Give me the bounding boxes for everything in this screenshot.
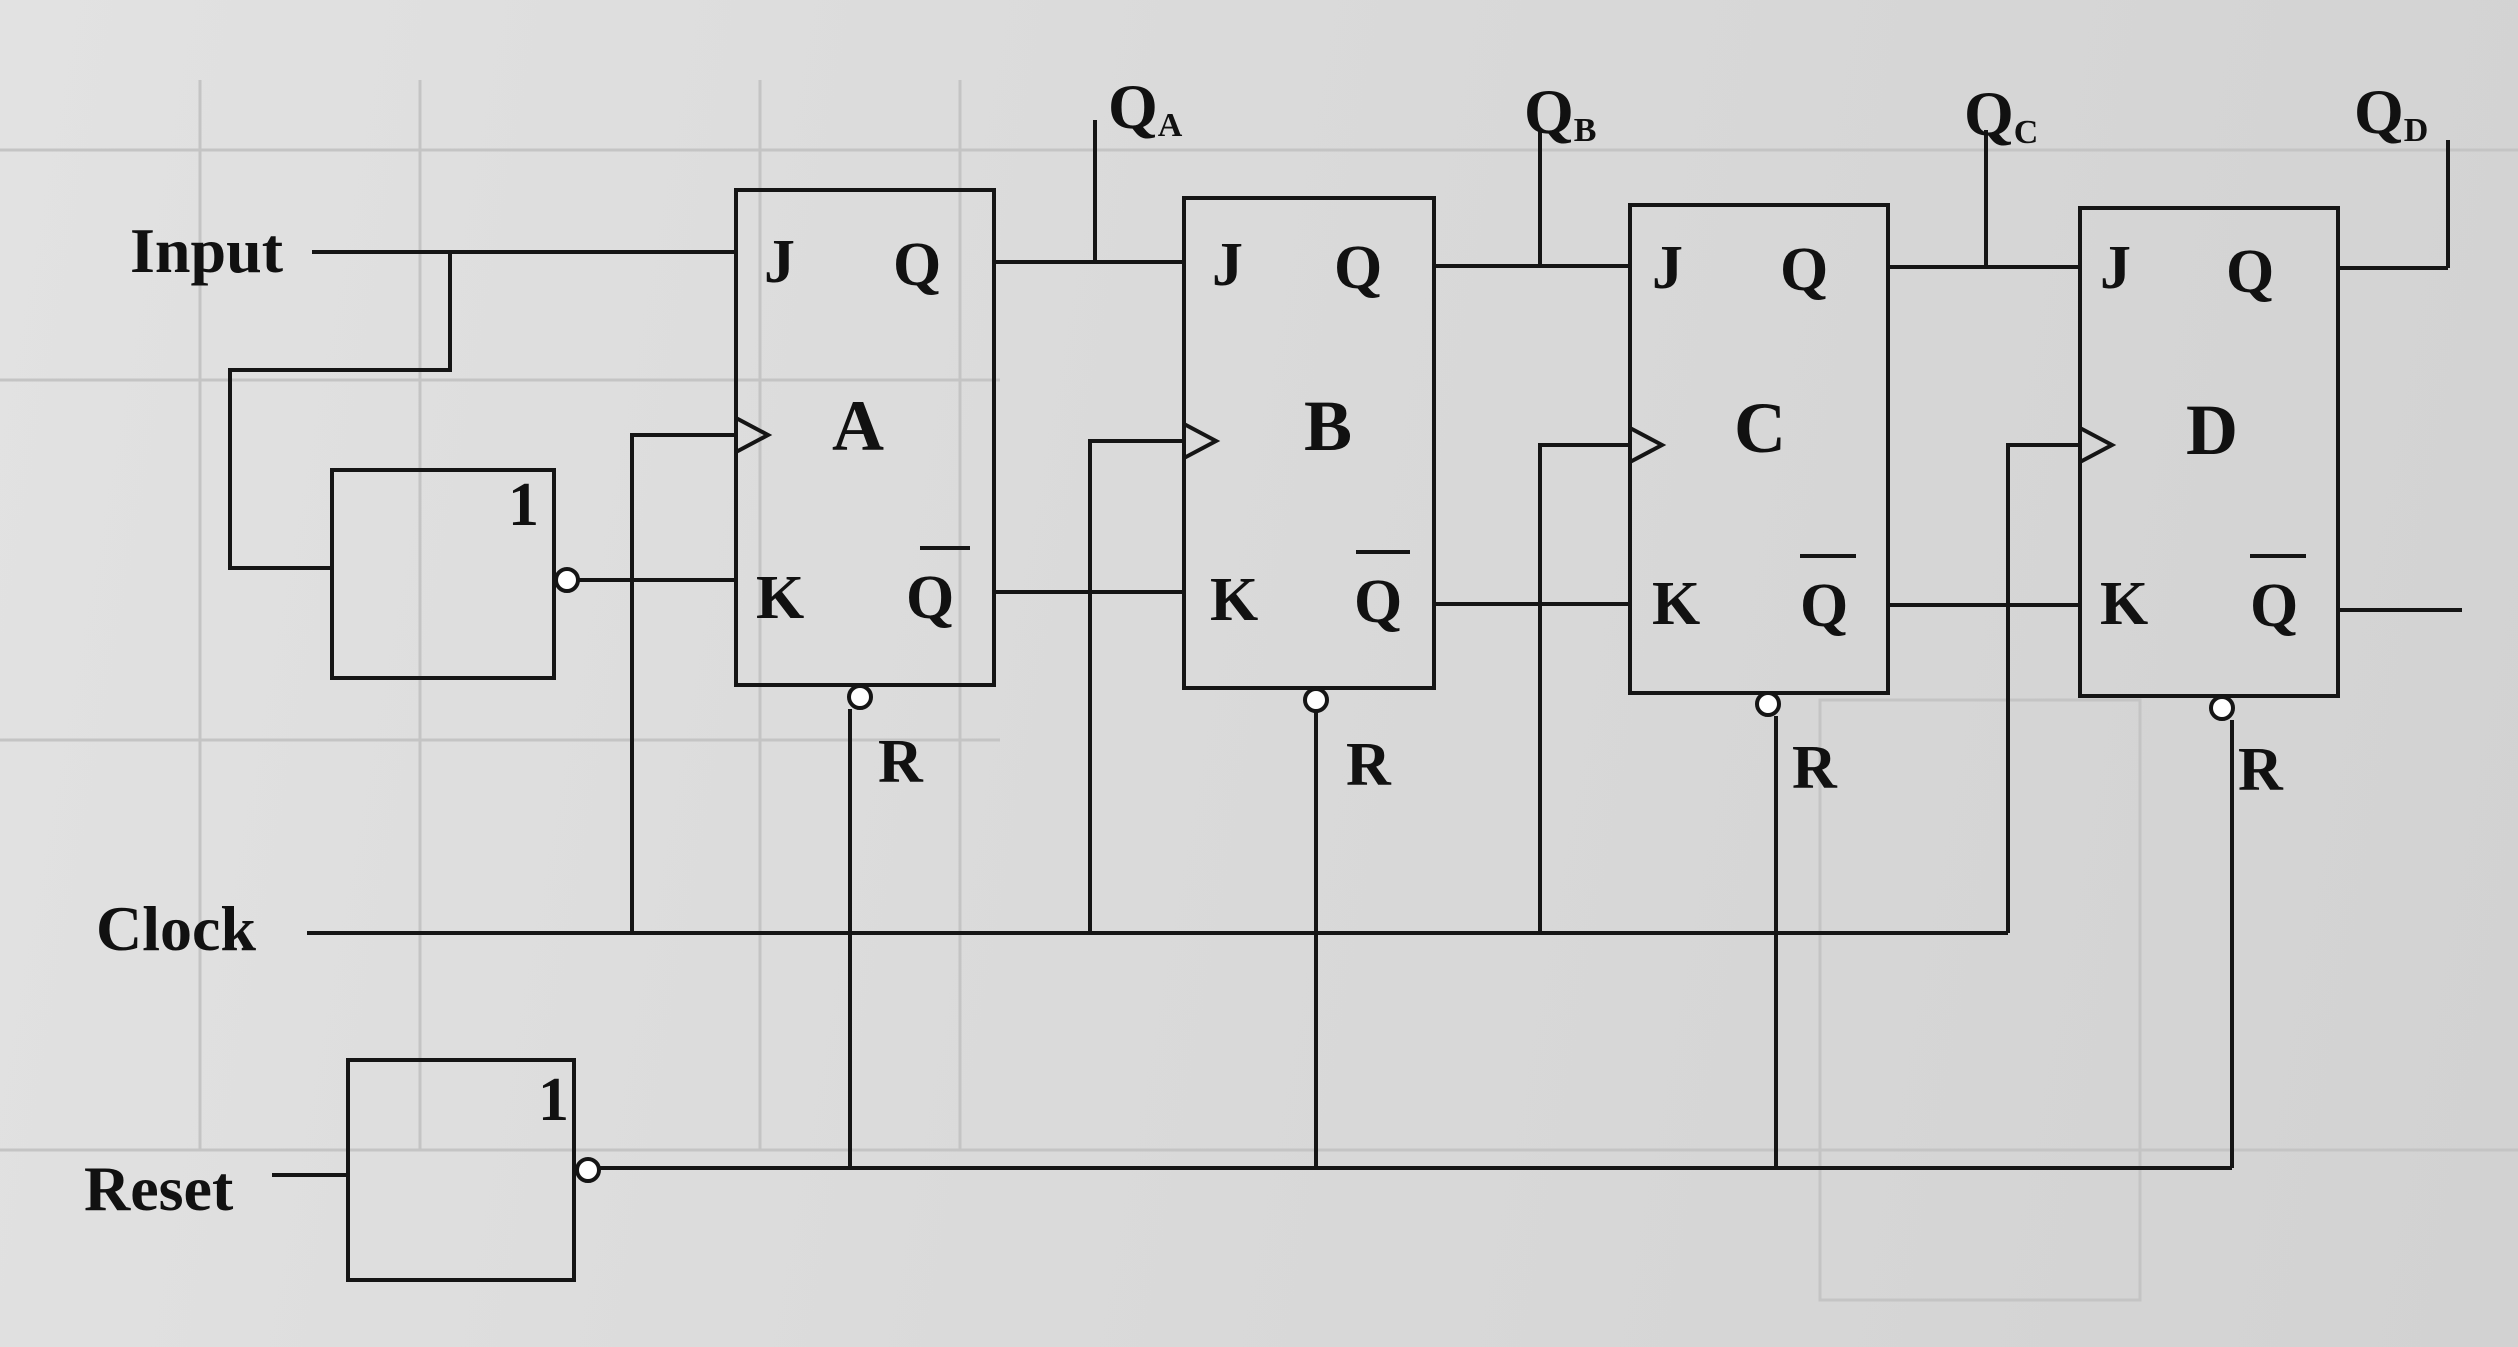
flipflop-a-r-label: R <box>878 728 924 796</box>
output-qd-label: QD <box>2354 76 2428 149</box>
output-qb-label: QB <box>1524 76 1596 149</box>
background-bleed-through <box>0 80 2518 1302</box>
flipflop-c-q-label: Q <box>1780 236 1828 304</box>
reset-inverter-label: 1 <box>538 1066 569 1134</box>
flipflop-d-box <box>2078 206 2340 698</box>
reset-wiring <box>272 684 2235 1282</box>
clock-triangle-c <box>1629 426 1667 464</box>
flipflop-a-qbar-label: Q <box>906 564 954 632</box>
flipflop-c-box <box>1628 203 1890 695</box>
clock-wiring <box>307 433 2080 935</box>
reset-inverter-bubble <box>575 1157 601 1183</box>
flipflop-c-k-label: K <box>1652 570 1700 638</box>
input-label: Input <box>130 215 284 286</box>
clock-triangle-b <box>1183 422 1221 460</box>
flipflop-d-j-label: J <box>2100 234 2131 302</box>
flipflop-d-r-label: R <box>2238 736 2284 804</box>
flipflop-c-qbar-label: Q <box>1800 572 1848 640</box>
flipflop-b-q-label: Q <box>1334 234 1382 302</box>
output-qa-label: QA <box>1108 71 1183 144</box>
flipflop-d-q-label: Q <box>2226 238 2274 306</box>
flipflop-a-name: A <box>832 386 884 466</box>
flipflop-a-q-label: Q <box>893 231 941 299</box>
input-inverter-bubble <box>554 567 580 593</box>
flipflop-d-k-label: K <box>2100 570 2148 638</box>
clock-label: Clock <box>96 893 256 964</box>
flipflop-c-r-label: R <box>1792 734 1838 802</box>
flipflop-c-j-label: J <box>1652 234 1683 302</box>
flipflop-b-k-label: K <box>1210 566 1258 634</box>
reset-label: Reset <box>84 1153 234 1224</box>
flipflop-b-r-label: R <box>1346 731 1392 799</box>
flipflop-b-j-label: J <box>1212 231 1243 299</box>
flipflop-d-name: D <box>2186 390 2238 470</box>
input-inverter-label: 1 <box>508 471 539 539</box>
flipflop-c-name: C <box>1734 388 1786 468</box>
flipflop-a-j-label: J <box>764 228 795 296</box>
flipflop-b-qbar-label: Q <box>1354 568 1402 636</box>
output-qc-label: QC <box>1964 78 2038 151</box>
input-inverter-gate <box>330 468 556 680</box>
flipflop-d-qbar-label: Q <box>2250 572 2298 640</box>
flipflop-a-k-label: K <box>756 564 804 632</box>
flipflop-b-name: B <box>1304 386 1352 466</box>
data-wiring <box>994 120 2462 612</box>
input-wiring <box>228 250 736 680</box>
clock-triangle-d <box>2079 426 2117 464</box>
clock-triangle-a <box>735 416 773 454</box>
reset-inverter-gate <box>346 1058 576 1282</box>
